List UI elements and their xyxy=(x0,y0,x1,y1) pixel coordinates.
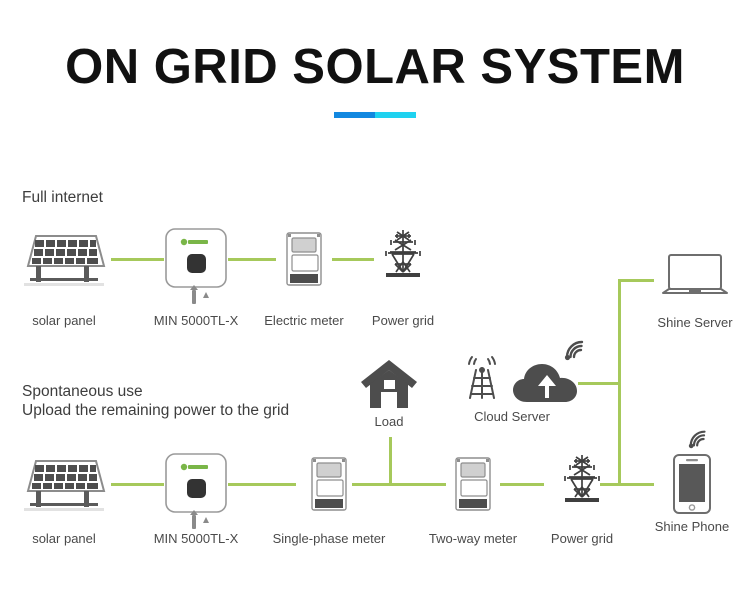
label-cloud-server: Cloud Server xyxy=(474,409,550,424)
label-solar-panel-top: solar panel xyxy=(32,313,96,328)
wifi-icon xyxy=(687,428,711,450)
cloud-upload-icon xyxy=(513,360,581,404)
wire-panel-to-inverter-top xyxy=(111,258,164,261)
label-inverter-top: MIN 5000TL-X xyxy=(153,313,239,328)
title-accent-bar xyxy=(334,112,416,118)
label-single-phase-meter: Single-phase meter xyxy=(272,531,386,546)
wire-load-drop xyxy=(389,437,392,485)
inverter-icon xyxy=(165,453,227,533)
label-electric-meter: Electric meter xyxy=(264,313,344,328)
electric-meter-icon xyxy=(308,457,350,511)
solar-panel-icon xyxy=(20,453,108,515)
wire-bus-to-shine-server xyxy=(618,279,654,282)
accent-segment-right xyxy=(375,112,416,118)
laptop-icon xyxy=(659,253,731,303)
wire-inverter-to-meter-top xyxy=(228,258,276,261)
wire-meter-to-grid-top xyxy=(332,258,374,261)
label-power-grid-top: Power grid xyxy=(371,313,435,328)
solar-panel-icon xyxy=(20,228,108,290)
accent-segment-left xyxy=(334,112,375,118)
antenna-tower-icon xyxy=(460,356,504,402)
wire-inverter-to-singlephase xyxy=(228,483,296,486)
label-power-grid-bottom: Power grid xyxy=(550,531,614,546)
wifi-icon xyxy=(563,338,589,362)
label-inverter-bottom: MIN 5000TL-X xyxy=(153,531,239,546)
electric-meter-icon xyxy=(283,232,325,286)
label-shine-phone: Shine Phone xyxy=(654,519,730,534)
inverter-icon xyxy=(165,228,227,308)
page-title: ON GRID SOLAR SYSTEM xyxy=(65,40,685,94)
label-solar-panel-bottom: solar panel xyxy=(32,531,96,546)
wire-cloud-to-bus xyxy=(578,382,620,385)
wire-panel-to-inverter-bottom xyxy=(111,483,164,486)
wire-bus-to-shine-phone xyxy=(618,483,654,486)
section-heading-top: Full internet xyxy=(22,189,103,206)
smartphone-icon xyxy=(672,453,712,515)
house-icon xyxy=(359,358,419,410)
label-shine-server: Shine Server xyxy=(657,315,733,330)
electric-meter-icon xyxy=(452,457,494,511)
wire-singlephase-to-twoway xyxy=(352,483,446,486)
section-heading-bottom-line1: Spontaneous use xyxy=(22,383,143,400)
label-two-way-meter: Two-way meter xyxy=(428,531,518,546)
power-grid-tower-icon xyxy=(375,228,431,284)
wire-grid-to-bus-bottom xyxy=(600,483,620,486)
wire-twoway-to-grid-bottom xyxy=(500,483,544,486)
section-heading-bottom: Spontaneous use Upload the remaining pow… xyxy=(22,382,289,420)
label-load: Load xyxy=(374,414,404,429)
power-grid-tower-icon xyxy=(554,453,610,509)
section-heading-bottom-line2: Upload the remaining power to the grid xyxy=(22,402,290,419)
